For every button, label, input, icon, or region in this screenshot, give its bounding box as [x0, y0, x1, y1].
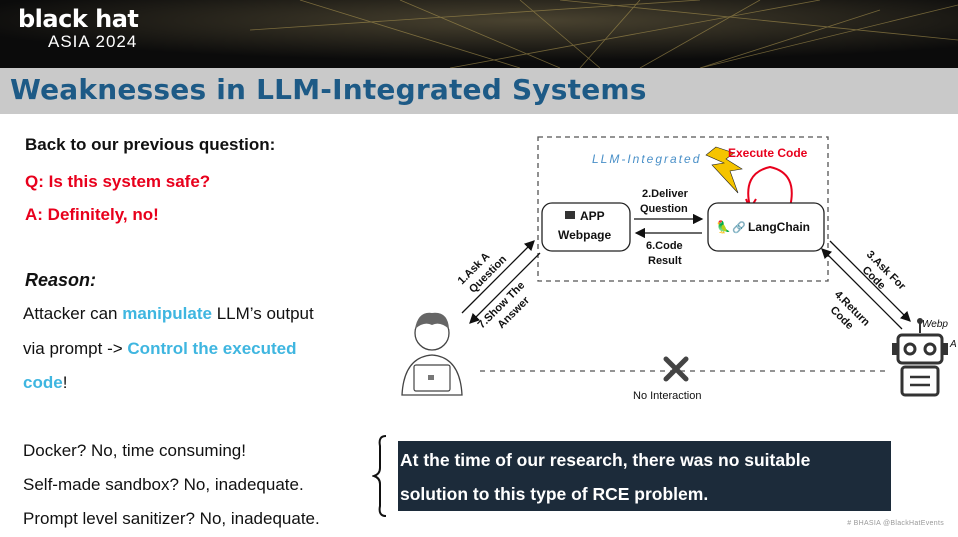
robot-icon	[892, 318, 948, 397]
reason-text: !	[62, 373, 68, 392]
footer-hashtags: # BHASIA @BlackHatEvents	[847, 520, 944, 527]
app-box	[541, 202, 631, 252]
cross-icon	[663, 356, 689, 382]
step2-line1: 2.Deliver	[642, 188, 689, 200]
reason-line-2: via prompt -> Control the executed	[23, 339, 297, 359]
chain-icon: 🔗	[732, 220, 746, 234]
question-line: Q: Is this system safe?	[25, 172, 211, 191]
highlight-control: Control the executed	[127, 339, 297, 358]
reason-line-1: Attacker can manipulate LLM’s output	[23, 304, 314, 324]
no-interaction-label: No Interaction	[633, 390, 701, 402]
langchain-label: LangChain	[748, 220, 810, 234]
box-label: LLM-Integrated	[592, 152, 701, 166]
option-sandbox: Self-made sandbox? No, inadequate.	[23, 475, 304, 494]
brace-icon	[372, 435, 387, 517]
option-sanitizer: Prompt level sanitizer? No, inadequate.	[23, 509, 320, 528]
header-background-graphic	[0, 0, 958, 68]
execute-code-label: Execute Code	[728, 146, 808, 160]
execute-loop	[747, 165, 793, 208]
black-hat-logo: black hat ASIA 2024	[18, 5, 139, 52]
lightning-icon	[705, 146, 743, 194]
reason-text: Attacker can	[23, 304, 123, 323]
highlight-code: code	[23, 373, 63, 392]
callout-line-1: At the time of our research, there was n…	[400, 450, 811, 470]
a-cut-label: A	[949, 339, 957, 350]
step6-line2: Result	[648, 255, 682, 267]
event-name: ASIA 2024	[48, 32, 138, 51]
highlight-manipulate: manipulate	[122, 304, 212, 323]
step2-line2: Question	[640, 203, 688, 215]
app-label: APP	[580, 209, 605, 223]
reason-text: LLM’s output	[211, 304, 314, 323]
step6-line1: 6.Code	[646, 240, 683, 252]
title-bar: Weaknesses in LLM-Integrated Systems	[0, 68, 958, 114]
callout-line-2: solution to this type of RCE problem.	[400, 484, 709, 504]
langchain-box	[707, 202, 825, 252]
answer-line: A: Definitely, no!	[25, 205, 159, 224]
reason-text: via prompt ->	[23, 339, 128, 358]
parrot-icon: 🦜	[716, 219, 731, 234]
question-intro: Back to our previous question:	[25, 135, 276, 154]
webpage-cut-label: Webp	[922, 319, 948, 330]
option-docker: Docker? No, time consuming!	[23, 441, 246, 460]
webpage-label: Webpage	[558, 228, 611, 242]
llm-integrated-box	[537, 136, 829, 282]
llm-system-diagram: LLM-Integrated Execute Code APP Webpage …	[401, 136, 957, 402]
reason-label: Reason:	[25, 270, 97, 290]
conclusion-callout: At the time of our research, there was n…	[398, 441, 891, 511]
header-banner: black hat ASIA 2024	[0, 0, 958, 68]
brand-name: black hat	[18, 5, 139, 33]
reason-line-3: code!	[23, 373, 67, 393]
user-avatar-icon	[401, 312, 463, 396]
computer-icon	[565, 211, 575, 219]
slide-title: Weaknesses in LLM-Integrated Systems	[10, 73, 647, 106]
